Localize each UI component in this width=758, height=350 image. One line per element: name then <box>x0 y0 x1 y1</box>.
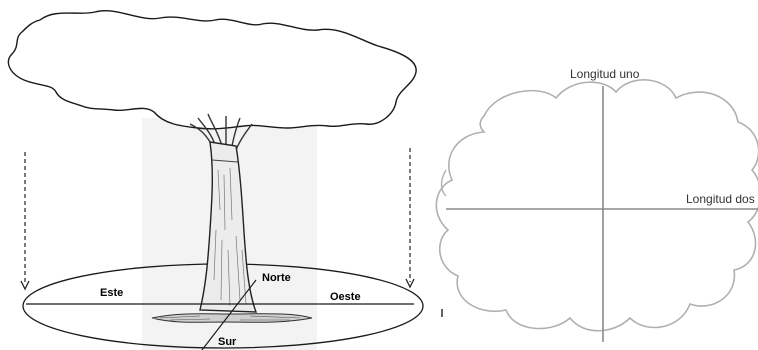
left-projection-arrowhead <box>21 281 29 289</box>
south-label: Sur <box>218 336 237 348</box>
west-label: Oeste <box>330 291 361 303</box>
right-projection-arrowhead <box>406 279 414 287</box>
north-label: Norte <box>262 272 291 284</box>
longitude-one-label: Longitud uno <box>570 67 640 81</box>
longitude-two-label: Longitud dos <box>686 192 755 206</box>
left-diagram: Este Norte Oeste Sur <box>8 11 423 350</box>
east-label: Este <box>100 287 123 299</box>
right-diagram: Longitud uno Longitud dos <box>436 67 758 342</box>
tree-crown-outline <box>8 11 416 129</box>
